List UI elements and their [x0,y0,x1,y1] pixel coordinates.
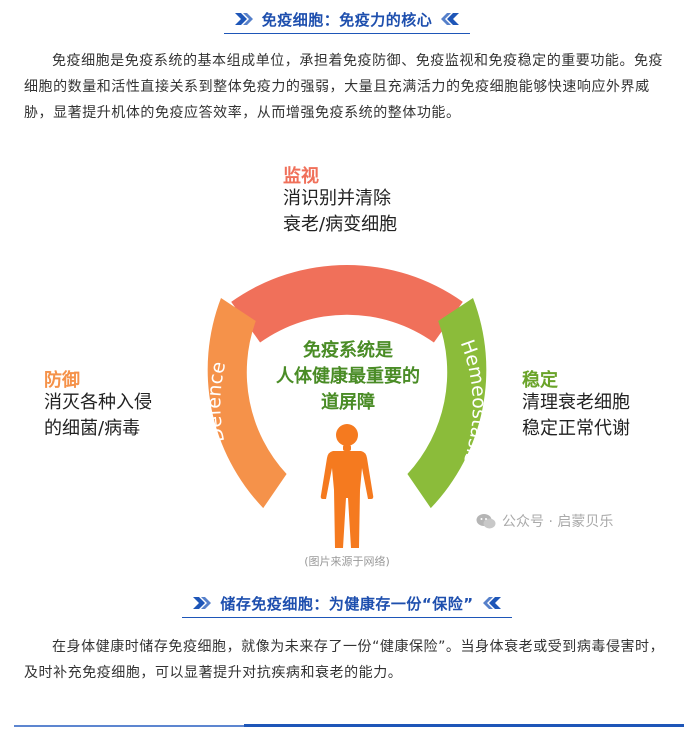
chevron-left-icon [441,13,460,25]
chevron-right-icon [193,597,212,609]
center-caption-line3: 道屏障 [321,392,375,413]
defence-title: 防御 [44,370,80,391]
wechat-icon [476,513,496,528]
surveillance-arc [231,264,463,343]
section-title: 免疫细胞：免疫力的核心 [261,10,433,29]
section-heading-store-cells: 储存免疫细胞：为健康存一份“保险” [0,590,694,620]
surveillance-desc-line2: 衰老/病变细胞 [283,214,398,235]
heading-frame: 免疫细胞：免疫力的核心 [223,9,471,34]
center-caption-line2: 人体健康最重要的 [276,366,420,387]
surveillance-desc-line1: 消识别并清除 [283,188,391,209]
intro-paragraph: 免疫细胞是免疫系统的基本组成单位，承担着免疫防御、免疫监视和免疫稳定的重要功能。… [24,53,664,121]
defence-arc [207,298,287,509]
arc-ring: Surveillance Defence Hemeostasis [203,243,490,548]
homeostasis-title: 稳定 [522,370,558,391]
center-caption-line1: 免疫系统是 [303,340,393,361]
homeostasis-desc-line1: 清理衰老细胞 [522,392,630,413]
surveillance-title: 监视 [283,166,319,187]
image-source-note: (图片来源于网络) [304,555,390,568]
defence-desc-line1: 消灭各种入侵 [44,392,152,413]
homeostasis-arc [407,298,487,509]
watermark: 公众号 · 启蒙贝乐 [476,511,613,531]
storage-paragraph: 在身体健康时储存免疫细胞，就像为未来存了一份“健康保险”。当身体衰老或受到病毒侵… [24,639,665,681]
homeostasis-desc-line2: 稳定正常代谢 [522,418,630,439]
chevron-right-icon [234,13,253,25]
watermark-text: 公众号 · 启蒙贝乐 [502,514,614,530]
chevron-left-icon [482,597,501,609]
center-caption: 免疫系统是 人体健康最重要的 道屏障 [250,338,446,416]
section-title: 储存免疫细胞：为健康存一份“保险” [220,594,474,613]
human-figure-icon [320,424,374,548]
bottom-divider-left [14,725,244,727]
section-heading-immune-cells: 免疫细胞：免疫力的核心 [0,6,694,36]
defence-desc-line2: 的细菌/病毒 [44,418,141,439]
immune-function-diagram: Surveillance Defence Hemeostasis 监视 消识别并… [0,150,694,580]
bottom-divider-right [244,724,684,727]
heading-frame: 储存免疫细胞：为健康存一份“保险” [182,593,512,618]
